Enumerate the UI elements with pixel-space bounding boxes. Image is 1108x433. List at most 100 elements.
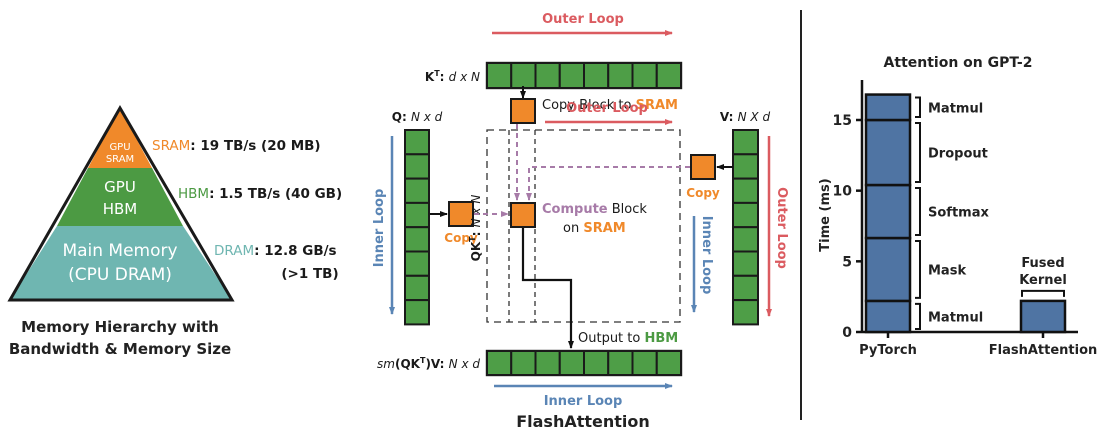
kt-label: KT: d x N (425, 69, 480, 84)
q-block (404, 153, 430, 180)
hbm-spec-name: HBM (178, 186, 209, 202)
fused-kernel-label-line1: Fused (1021, 256, 1064, 271)
pyramid-hbm-label-1: GPU (104, 178, 136, 196)
pyramid-sram-label-2: SRAM (106, 154, 134, 165)
qkt-label: QKT: N x N (468, 195, 483, 262)
purple-flow-from-v (526, 166, 690, 201)
memory-caption-line1: Memory Hierarchy with (21, 318, 219, 336)
pyramid-hbm-layer (57, 168, 183, 226)
gpt2-attention-chart: Attention on GPT-2 Time (ms) 051015PyTor… (818, 55, 1097, 358)
y-tick-label: 5 (842, 254, 852, 270)
compute-sram-block (510, 202, 536, 228)
qkt-matrix-outline (486, 129, 681, 323)
dram-spec-value: : 12.8 GB/s (254, 243, 336, 259)
v-block (732, 129, 759, 156)
output-block (655, 350, 682, 376)
kt-block (631, 62, 658, 89)
memory-specs: SRAM: 19 TB/s (20 MB) HBM: 1.5 TB/s (40 … (152, 138, 342, 282)
output-block (607, 350, 634, 376)
pyramid-sram-layer (88, 108, 152, 168)
segment-bracket (915, 122, 921, 184)
chart-ylabel: Time (ms) (818, 178, 833, 251)
v-label: V: N X d (720, 110, 771, 124)
kt-block (583, 62, 610, 89)
v-sram-block (690, 154, 716, 180)
v-matrix (732, 129, 759, 326)
pyramid-dram-label-1: Main Memory (62, 241, 177, 261)
segment-bracket (915, 240, 921, 299)
pyramid-sram-label-1: GPU (109, 142, 130, 153)
chart-bars (864, 93, 1067, 334)
q-sram-block (448, 201, 474, 227)
memory-caption-line2: Bandwidth & Memory Size (9, 340, 231, 358)
hbm-spec-value: : 1.5 TB/s (40 GB) (209, 186, 342, 202)
q-block (404, 226, 430, 253)
pyramid-outline (7, 105, 235, 302)
chart-title: Attention on GPT-2 (884, 55, 1033, 71)
inner-loop-right-label: Inner Loop (699, 216, 714, 295)
pyramid-dram-label-2: (CPU DRAM) (68, 265, 172, 285)
kt-block (510, 62, 537, 89)
outer-loop-right-label: Outer Loop (774, 187, 789, 269)
kt-block (486, 62, 513, 89)
sram-spec-name: SRAM (152, 138, 190, 154)
output-matrix (485, 349, 683, 377)
chart-annotations: MatmulMaskSoftmaxDropoutMatmulFusedKerne… (915, 96, 1067, 330)
bar-segment-matmul (864, 93, 912, 122)
v-block (732, 299, 759, 326)
q-block (404, 129, 430, 156)
x-tick-label: PyTorch (859, 343, 917, 358)
dram-spec: DRAM: 12.8 GB/s (214, 243, 337, 259)
pyramid-hbm-label-2: HBM (103, 200, 138, 218)
segment-bracket (915, 302, 921, 330)
output-block (558, 350, 585, 376)
memory-pyramid: GPU SRAM GPU HBM Main Memory (CPU DRAM) (7, 105, 235, 302)
compute-label: Compute Block (542, 202, 647, 217)
dram-spec-size: (>1 TB) (281, 266, 338, 282)
q-block (404, 177, 430, 204)
kt-sram-block (510, 98, 536, 124)
q-block (404, 250, 430, 277)
output-block (510, 350, 537, 376)
v-block (732, 274, 759, 302)
segment-bracket (915, 187, 921, 237)
output-block (631, 350, 658, 376)
inner-loop-left-label: Inner Loop (372, 189, 387, 268)
v-block (732, 250, 759, 277)
kt-matrix (485, 61, 683, 90)
segment-label: Matmul (928, 310, 983, 325)
x-tick-label: FlashAttention (989, 343, 1098, 358)
q-label: Q: N x d (392, 110, 443, 124)
hbm-spec: HBM: 1.5 TB/s (40 GB) (178, 186, 342, 202)
output-block (583, 350, 610, 376)
segment-label: Softmax (928, 206, 989, 221)
dram-spec-name: DRAM (214, 243, 254, 259)
q-matrix (404, 129, 430, 326)
pyramid-dram-layer (10, 226, 232, 300)
bar-segment-matmul (864, 299, 912, 334)
outer-loop-mid-label: Outer Loop (566, 101, 648, 116)
v-block (732, 153, 759, 180)
v-block (732, 226, 759, 253)
v-block (732, 177, 759, 204)
outer-loop-top-label: Outer Loop (542, 12, 624, 27)
output-block (486, 350, 513, 376)
q-block (404, 201, 430, 229)
fused-kernel-bracket (1021, 289, 1065, 297)
segment-bracket (915, 96, 921, 118)
v-block (732, 201, 759, 229)
kt-block (534, 62, 561, 89)
q-block (404, 299, 430, 326)
copy-right-label: Copy (686, 186, 720, 200)
flashattention-title: FlashAttention (516, 412, 650, 431)
segment-label: Matmul (928, 101, 983, 116)
q-block (404, 274, 430, 302)
output-block (534, 350, 561, 376)
copy-block-label: Copy Block to SRAM (542, 98, 678, 113)
bar-segment-mask (864, 236, 912, 303)
inner-loop-bottom-label: Inner Loop (544, 394, 623, 409)
bar-segment-softmax (864, 183, 912, 240)
y-tick-label: 0 (842, 325, 852, 341)
output-path (521, 228, 574, 349)
